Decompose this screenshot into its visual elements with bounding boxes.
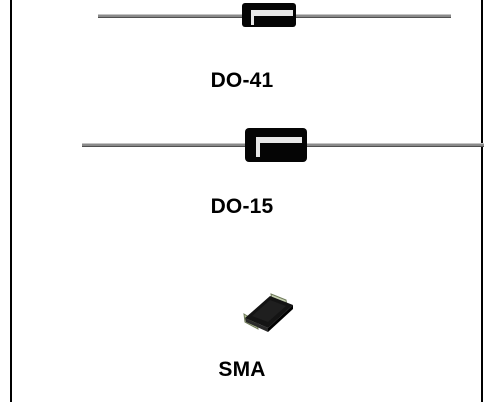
left-frame-border bbox=[10, 0, 12, 402]
sma-label: SMA bbox=[218, 358, 266, 381]
do15-cathode-band bbox=[258, 137, 302, 143]
do41-left-lead bbox=[98, 14, 245, 18]
do41-right-lead bbox=[294, 14, 451, 18]
do15-right-lead bbox=[305, 143, 484, 147]
do15-label: DO-15 bbox=[210, 195, 274, 218]
do41-cathode-band bbox=[253, 10, 293, 16]
do15-body bbox=[245, 128, 307, 162]
do15-diode-icon bbox=[82, 128, 484, 162]
do41-label: DO-41 bbox=[210, 69, 274, 92]
do15-left-lead bbox=[82, 143, 248, 147]
do41-diode-icon bbox=[98, 3, 451, 27]
sma-diode-icon bbox=[243, 293, 293, 332]
right-frame-border bbox=[481, 0, 483, 402]
